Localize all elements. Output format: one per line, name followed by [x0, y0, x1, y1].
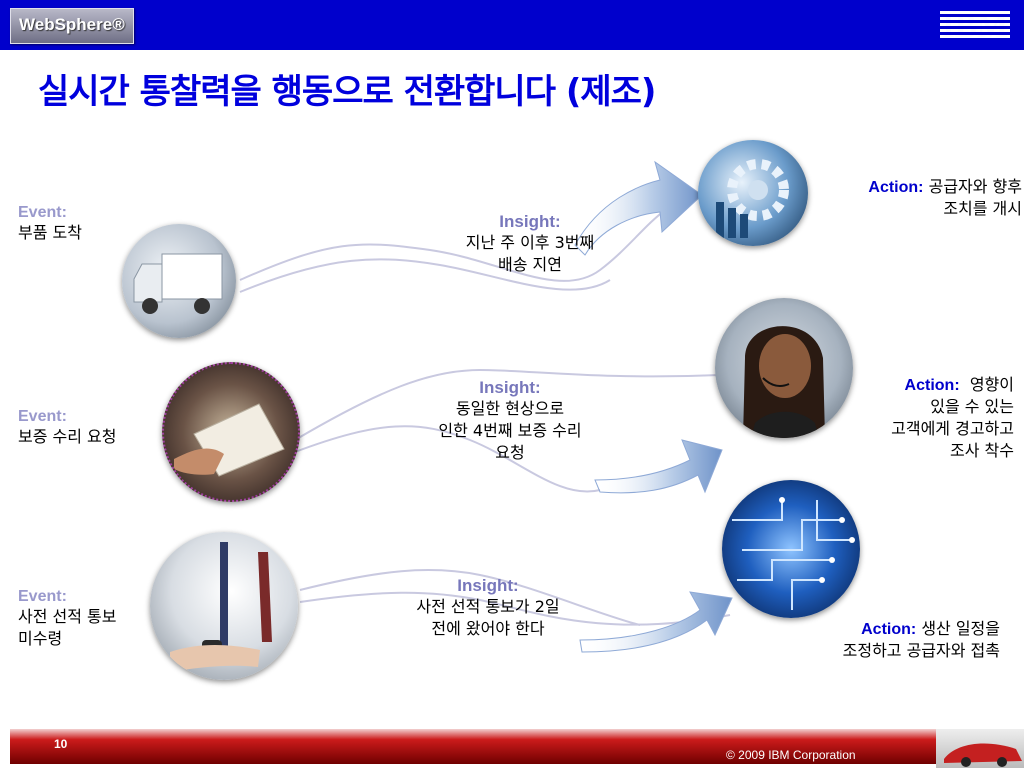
websphere-logo: WebSphere® [10, 8, 134, 44]
event-1: Event: 부품 도착 [18, 204, 82, 244]
insight-key: Insight: [479, 378, 541, 397]
insight-text-line: 배송 지연 [498, 255, 562, 274]
circuit-board-image [722, 480, 860, 618]
curve-bot-1 [299, 569, 641, 626]
action-text-line: 고객에게 경고하고 [891, 419, 1014, 438]
action-text-line: 있을 수 있는 [930, 397, 1014, 416]
action-key: Action: [904, 377, 960, 394]
action-text-line: 조사 착수 [950, 441, 1014, 460]
event-text-line: 미수령 [18, 629, 63, 648]
insight-text-line: 지난 주 이후 3번째 [465, 233, 595, 252]
page-title: 실시간 통찰력을 행동으로 전환합니다 (제조) [38, 72, 656, 112]
businessman-watch-image [150, 532, 298, 680]
insight-text-line: 인한 4번째 보증 수리 [438, 421, 582, 440]
insight-text-line: 전에 왔어야 한다 [431, 619, 545, 638]
arrow-mid [594, 439, 723, 494]
curve-mid-1 [294, 368, 721, 441]
arrow-bot [579, 591, 733, 653]
footer-car-image [936, 729, 1024, 768]
headset-agent-icon [743, 326, 825, 438]
action-key: Action: [861, 621, 917, 638]
curve-mid-2 [294, 425, 601, 493]
action-text-line: 영향이 [969, 375, 1014, 394]
watch-icon [170, 542, 272, 672]
insight-2: Insight: 동일한 현상으로 인한 4번째 보증 수리 요청 [400, 378, 620, 464]
action-1: Action: 공급자와 향후 조치를 개시 [804, 176, 1022, 220]
action-2: Action: 영향이 있을 수 있는 고객에게 경고하고 조사 착수 [826, 374, 1014, 462]
event-key: Event: [18, 408, 67, 425]
insight-text-line: 요청 [495, 443, 525, 462]
gear-icon [716, 159, 789, 238]
event-key: Event: [18, 204, 67, 221]
envelope-icon [174, 403, 285, 477]
action-text-line: 조정하고 공급자와 접촉 [842, 641, 1000, 660]
ibm-logo: IBM [940, 11, 1010, 38]
envelope-handoff-image [162, 362, 300, 502]
curve-bot-2 [299, 591, 731, 626]
event-key: Event: [18, 588, 67, 605]
page-number: 10 [54, 737, 68, 751]
call-center-agent-image [715, 298, 853, 438]
insight-key: Insight: [457, 576, 519, 595]
truck-image [122, 224, 236, 338]
action-text-line: 생산 일정을 [921, 619, 1000, 638]
event-3: Event: 사전 선적 통보 미수령 [18, 588, 117, 650]
action-3: Action: 생산 일정을 조정하고 공급자와 접촉 [770, 618, 1000, 662]
truck-icon [133, 253, 223, 314]
header-bar [0, 0, 1024, 50]
car-icon [944, 743, 1022, 767]
event-text: 보증 수리 요청 [18, 427, 117, 446]
curve-top-2 [239, 258, 611, 293]
action-text-line: 조치를 개시 [943, 199, 1022, 218]
curve-top-1 [239, 194, 701, 282]
action-text-line: 공급자와 향후 [928, 177, 1022, 196]
gears-image [698, 140, 808, 246]
insight-text-line: 사전 선적 통보가 2일 [416, 597, 560, 616]
insight-key: Insight: [499, 212, 561, 231]
action-key: Action: [868, 179, 924, 196]
insight-3: Insight: 사전 선적 통보가 2일 전에 왔어야 한다 [378, 576, 598, 640]
event-text-line: 사전 선적 통보 [18, 607, 117, 626]
circuit-icon [732, 497, 855, 610]
event-2: Event: 보증 수리 요청 [18, 408, 117, 448]
footer-bar [10, 729, 936, 764]
event-text: 부품 도착 [18, 223, 82, 242]
insight-1: Insight: 지난 주 이후 3번째 배송 지연 [420, 212, 640, 276]
websphere-logo-text: WebSphere® [19, 15, 125, 34]
copyright: © 2009 IBM Corporation [726, 748, 856, 762]
insight-text-line: 동일한 현상으로 [455, 399, 565, 418]
